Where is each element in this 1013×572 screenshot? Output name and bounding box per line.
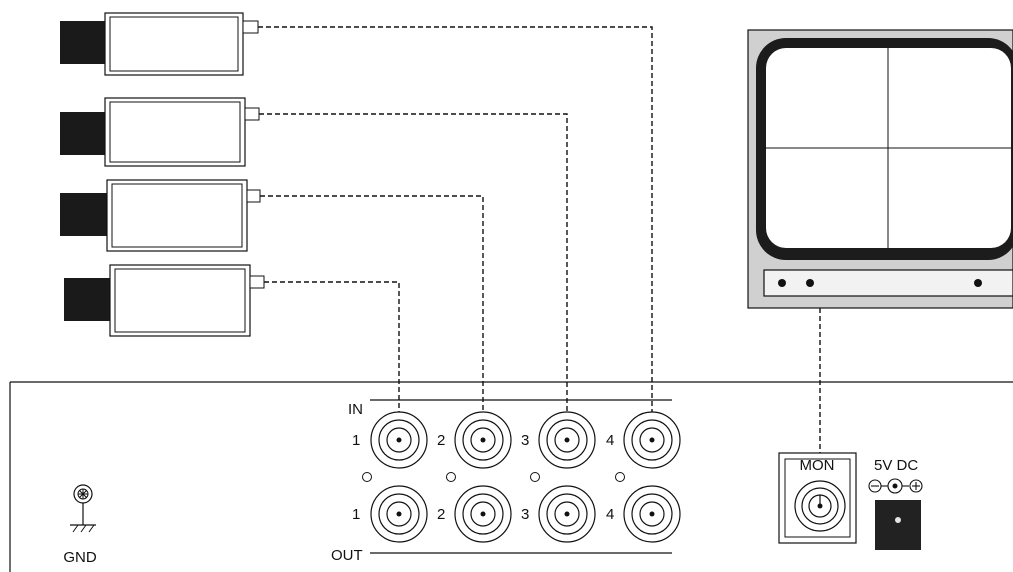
screw-icon (73, 484, 93, 504)
output-number-2: 2 (437, 506, 445, 523)
input-number-1: 1 (352, 432, 360, 449)
input-number-4: 4 (606, 432, 614, 449)
rear-panel (9, 381, 1013, 572)
dc-jack (875, 500, 921, 550)
cable-camera-4 (264, 281, 400, 440)
camera-lens (60, 112, 110, 155)
output-bnc-3 (538, 485, 596, 543)
output-number-4: 4 (606, 506, 614, 523)
cable-camera-1 (258, 26, 653, 440)
in-label: IN (348, 401, 363, 418)
output-bnc-4 (623, 485, 681, 543)
camera-cables (258, 26, 653, 440)
camera-lens (60, 21, 110, 64)
camera-1 (60, 12, 259, 76)
camera-lens (60, 193, 110, 236)
monitor-control-strip (763, 269, 1013, 297)
indicator-led-3 (530, 472, 540, 482)
input-number-3: 3 (521, 432, 529, 449)
indicator-led-4 (615, 472, 625, 482)
power-label: 5V DC (874, 457, 918, 474)
indicator-led-2 (446, 472, 456, 482)
connector-panel: IN OUT 1 2 3 4 1 2 3 4 (331, 399, 681, 564)
input-bnc-2 (454, 411, 512, 469)
ground-terminal: GND (63, 484, 97, 566)
input-number-2: 2 (437, 432, 445, 449)
power-jack: 5V DC (868, 457, 923, 550)
input-bnc-3 (538, 411, 596, 469)
output-bnc-2 (454, 485, 512, 543)
input-bnc-4 (623, 411, 681, 469)
ground-symbol-icon (70, 503, 96, 533)
output-bnc-1 (370, 485, 428, 543)
camera-4 (64, 264, 265, 337)
monitor-knob (806, 279, 814, 287)
power-polarity-icon (868, 478, 923, 494)
input-bnc-1 (370, 411, 428, 469)
mon-label: MON (800, 457, 835, 474)
out-label: OUT (331, 547, 363, 564)
output-number-3: 3 (521, 506, 529, 523)
indicator-led-1 (362, 472, 372, 482)
cable-camera-3 (260, 195, 484, 440)
bnc-grid: 1 2 3 4 1 2 3 4 (352, 411, 681, 543)
mon-connector: MON (778, 452, 857, 544)
monitor-knob (778, 279, 786, 287)
gnd-label: GND (63, 549, 97, 566)
output-number-1: 1 (352, 506, 360, 523)
camera-3 (60, 179, 261, 252)
cable-camera-2 (259, 113, 568, 440)
monitor-knob (974, 279, 982, 287)
monitor (747, 29, 1013, 309)
camera-lens (64, 278, 114, 321)
camera-2 (60, 97, 260, 167)
